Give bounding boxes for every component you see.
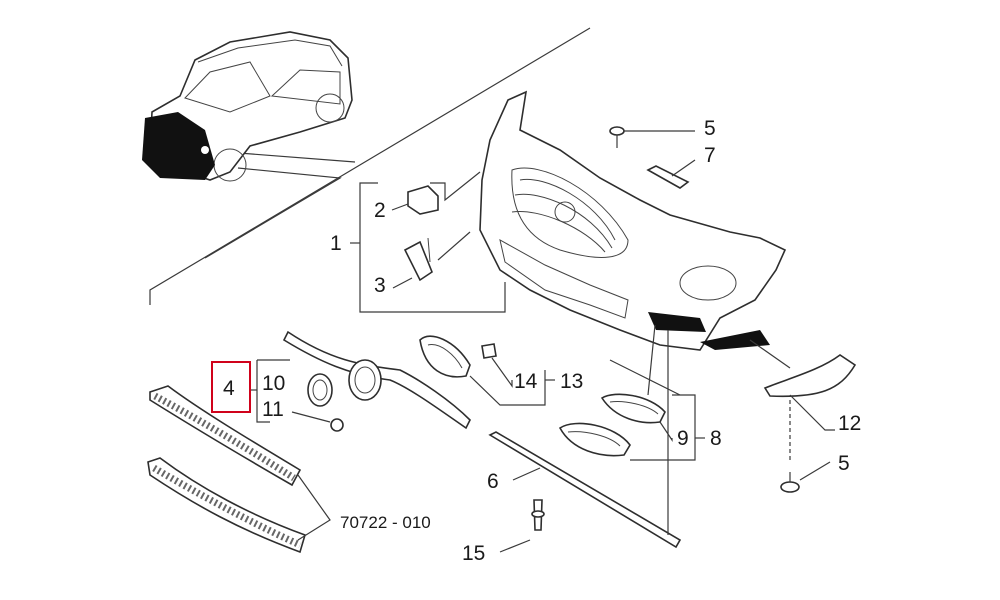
callout-11: 11 bbox=[262, 398, 284, 421]
vehicle-thumbnail bbox=[142, 31, 353, 182]
callout-12: 12 bbox=[838, 412, 861, 435]
callout-15: 15 bbox=[462, 542, 485, 565]
callout-13: 13 bbox=[560, 370, 583, 393]
rivet-part-15 bbox=[499, 499, 545, 553]
clip-part-2 bbox=[391, 185, 439, 215]
callout-1: 1 bbox=[330, 232, 342, 255]
fog-trim-part-14 bbox=[419, 335, 555, 406]
mesh-grille-upper bbox=[149, 385, 302, 487]
highlight-box bbox=[211, 361, 251, 413]
callout-4: 4 bbox=[223, 377, 235, 400]
callout-10: 10 bbox=[262, 372, 285, 395]
bracket-part-3 bbox=[392, 231, 471, 289]
lamp-trim-part-8 bbox=[558, 422, 631, 457]
callout-3: 3 bbox=[374, 274, 386, 297]
screw-part-5-bottom bbox=[780, 461, 831, 493]
bracket-1 bbox=[350, 171, 506, 313]
callout-2: 2 bbox=[374, 199, 386, 222]
spoiler-part-12 bbox=[749, 339, 857, 460]
emblem-part-10 bbox=[307, 373, 333, 407]
callout-14: 14 bbox=[514, 370, 538, 393]
callout-5-top: 5 bbox=[704, 117, 716, 140]
bracket-8 bbox=[609, 324, 705, 461]
strip-part-7 bbox=[646, 159, 696, 189]
vehicle-front-bumper-highlight bbox=[142, 112, 215, 180]
callout-9: 9 bbox=[677, 427, 689, 450]
drawing-code: 70722 - 010 bbox=[340, 513, 431, 532]
mesh-grille-lower bbox=[147, 457, 331, 554]
screw-part-5-top bbox=[609, 126, 695, 148]
nut-part-11 bbox=[291, 411, 344, 432]
callout-8: 8 bbox=[710, 427, 722, 450]
callout-5-bottom: 5 bbox=[838, 452, 850, 475]
strip-part-6 bbox=[488, 330, 682, 549]
callout-6: 6 bbox=[487, 470, 499, 493]
callout-7: 7 bbox=[704, 144, 716, 167]
front-bumper bbox=[479, 90, 787, 351]
grille-assembly-part-4 bbox=[250, 330, 471, 430]
lamp-trim-part-9 bbox=[600, 393, 666, 424]
